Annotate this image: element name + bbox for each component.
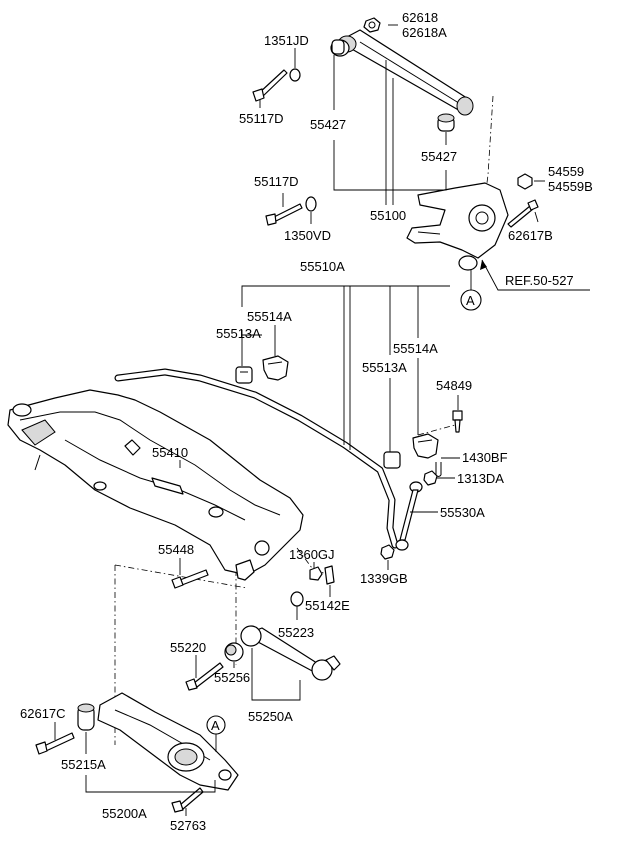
label-55142E: 55142E: [305, 598, 350, 613]
bushing-55256: [224, 642, 244, 662]
bracket-55514A-left: [262, 355, 289, 381]
washer-55223: [290, 591, 304, 607]
label-55514A-left: 55514A: [247, 309, 292, 324]
bolt-55220: [185, 662, 224, 691]
bushing-55427-right: [437, 113, 455, 132]
label-55513A-right: 55513A: [362, 360, 407, 375]
stabilizer-bar: [114, 368, 399, 549]
label-55427-right: 55427: [421, 149, 457, 164]
nut-1339GB: [380, 544, 395, 560]
label-52763: 52763: [170, 818, 206, 833]
nut-1360GJ: [309, 566, 323, 581]
upper-arm-55100: [330, 29, 474, 116]
nut-1313DA: [423, 470, 438, 486]
label-1430BF: 1430BF: [462, 450, 508, 465]
label-62617B: 62617B: [508, 228, 553, 243]
crossmember-55410: [7, 389, 304, 581]
label-55117D-top: 55117D: [239, 111, 284, 126]
callout-a-top-circle: [460, 289, 482, 311]
label-54559: 54559: [548, 164, 584, 179]
bush-55513A-left: [235, 366, 253, 384]
label-62618: 62618: [402, 10, 438, 25]
bushing-55427-left: [331, 39, 345, 55]
washer-1350VD: [305, 196, 317, 212]
label-55250A: 55250A: [248, 709, 293, 724]
label-55256: 55256: [214, 670, 250, 685]
label-54559B: 54559B: [548, 179, 593, 194]
label-55513A-left: 55513A: [216, 326, 261, 341]
link-55530A: [395, 481, 423, 551]
bush-55513A-right: [383, 451, 401, 469]
label-1313DA: 1313DA: [457, 471, 504, 486]
ref-arrow: [480, 259, 590, 291]
pin-1430BF: [435, 462, 442, 477]
label-55530A: 55530A: [440, 505, 485, 520]
label-1351JD: 1351JD: [264, 33, 309, 48]
bushing-55215A: [77, 703, 95, 731]
label-55100: 55100: [370, 208, 406, 223]
label-55223: 55223: [278, 625, 314, 640]
label-55410: 55410: [152, 445, 188, 460]
bolt-55448: [171, 569, 209, 589]
knuckle: [406, 182, 509, 271]
bolt-62617C: [35, 732, 75, 755]
washer-55142E: [324, 565, 335, 585]
label-callout-a-bottom: A: [211, 718, 220, 733]
bolt-55117D-mid: [265, 203, 303, 226]
label-55448: 55448: [158, 542, 194, 557]
labels: 62618 62618A 1351JD 55117D 55427 55427 5…: [20, 10, 593, 833]
label-ref: REF.50-527: [505, 273, 574, 288]
label-55220: 55220: [170, 640, 206, 655]
label-1360GJ: 1360GJ: [289, 547, 335, 562]
bolt-54849: [452, 410, 463, 433]
label-55427-left: 55427: [310, 117, 346, 132]
lower-arm-55200A: [97, 692, 239, 791]
label-1350VD: 1350VD: [284, 228, 331, 243]
bolt-55117D-top: [252, 69, 288, 102]
label-62618A: 62618A: [402, 25, 447, 40]
nut-54559: [517, 173, 533, 190]
bolt-62617B: [507, 199, 539, 228]
label-callout-a-top: A: [466, 293, 475, 308]
leader-lines: [54, 24, 545, 816]
callout-a-bottom-circle: [206, 715, 226, 735]
label-62617C: 62617C: [20, 706, 66, 721]
label-55510A: 55510A: [300, 259, 345, 274]
label-55514A-right: 55514A: [393, 341, 438, 356]
label-1339GB: 1339GB: [360, 571, 408, 586]
washer-1351JD: [289, 68, 301, 82]
nut-62618: [363, 17, 381, 33]
label-55215A: 55215A: [61, 757, 106, 772]
label-54849: 54849: [436, 378, 472, 393]
label-55200A: 55200A: [102, 806, 147, 821]
arm-55250A: [240, 625, 341, 681]
label-55117D-mid: 55117D: [254, 174, 299, 189]
bracket-55514A-right: [412, 433, 439, 459]
